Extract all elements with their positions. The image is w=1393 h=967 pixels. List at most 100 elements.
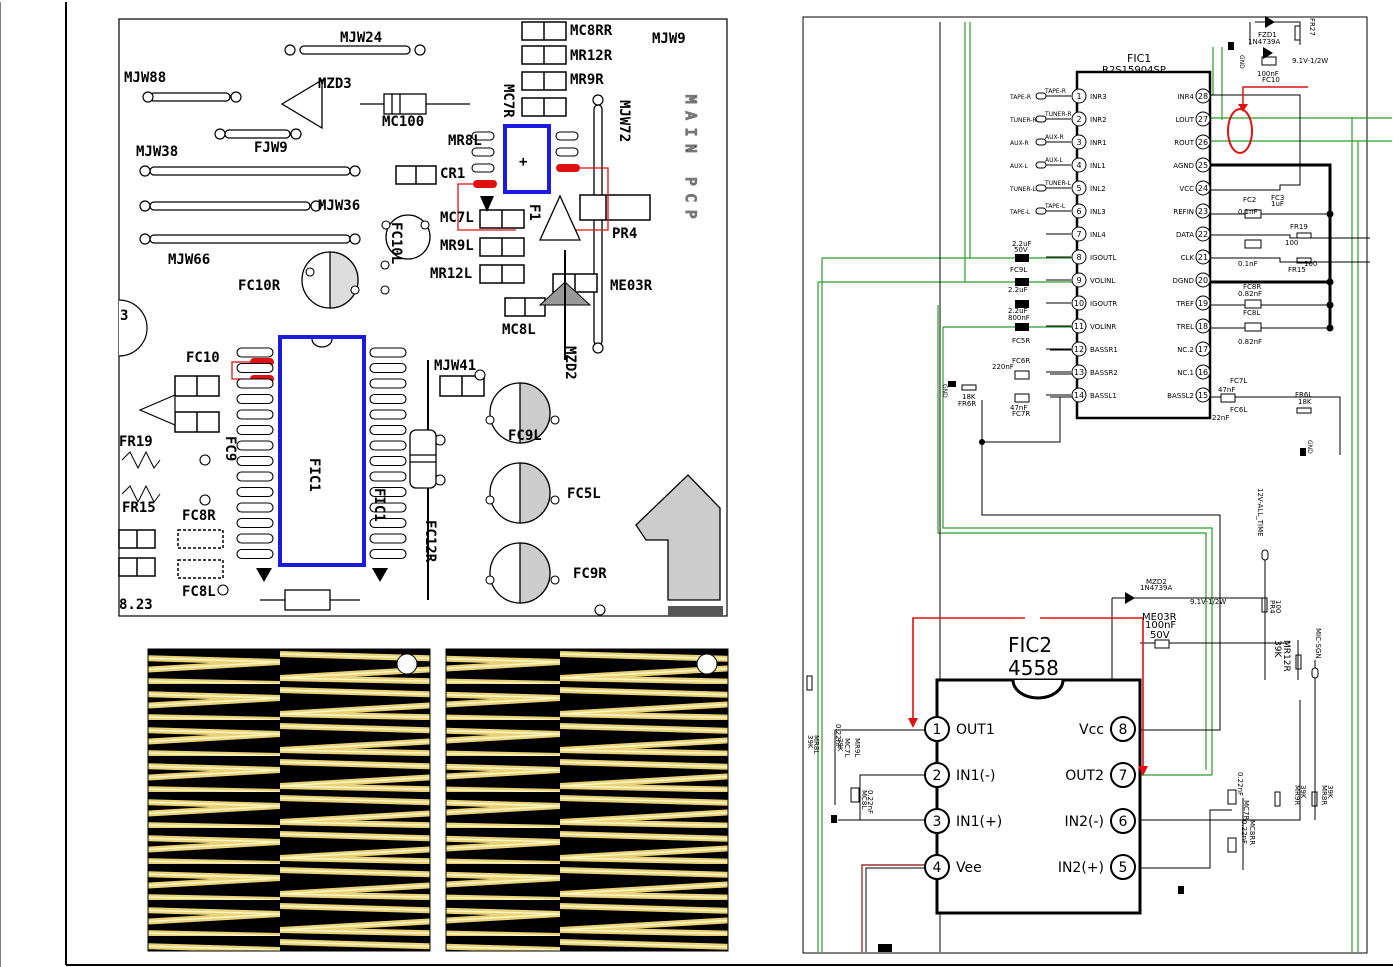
fic1-pin-number: 17 [1198, 345, 1208, 354]
ground-symbols [831, 42, 1306, 952]
fic2-pin-name: IN2(+) [1058, 860, 1104, 876]
lbl-fc7r-val: 47nF [1010, 404, 1027, 412]
label-mzd3: MZD3 [318, 76, 352, 92]
lbl-fc9l-v: 50V [1014, 246, 1028, 254]
lbl-fc7l-val: 47nF [1218, 386, 1235, 394]
lbl-fc5l-val: 2.2uF [1008, 286, 1028, 294]
label-fc9: FC9 [222, 436, 238, 461]
label-mc100: MC100 [382, 114, 424, 130]
fic1-pin-number: 20 [1198, 276, 1208, 285]
label-fc8r: FC8R [182, 508, 216, 524]
label-mr12r: MR12R [570, 48, 613, 64]
lbl-fc8l: FC8L [1243, 309, 1260, 317]
fic2-value-labels: ME03R 100nF 50V 39K MR12R [1142, 612, 1291, 672]
lbl-me03r: ME03R [1142, 612, 1177, 623]
fic2-pin-name: Vee [956, 860, 982, 876]
lbl-mr9r-val: 39K [1299, 785, 1307, 799]
fic1-pin-name: BASSL1 [1090, 392, 1117, 400]
arrow-mc7l [480, 196, 494, 212]
pcb-layout-view: MAIN PCP [118, 18, 728, 617]
fic1-pin-circle [1195, 295, 1211, 311]
fic1-pin-circle [1071, 249, 1087, 265]
lbl-mc7r-val: 0.22nF [1236, 772, 1244, 796]
fic1-pin-name: LOUT [1175, 116, 1194, 124]
down-arrows [256, 568, 388, 582]
fic1-input-net-alias: AUX-R [1045, 134, 1064, 141]
connector-terminals [1035, 92, 1319, 679]
board-label: MAIN PCP [681, 94, 698, 227]
fic1-pin-number: 19 [1198, 299, 1208, 308]
fic1-input-net: TAPE-R [1009, 94, 1031, 101]
fic2-pin-circle [924, 716, 950, 742]
fic1-pad-right [369, 347, 407, 358]
fic2-name: FIC2 [1008, 633, 1052, 657]
fic1-pin-number: 2 [1076, 115, 1081, 124]
fic1-pin-circle [1195, 318, 1211, 334]
fic1-pin-circle [1071, 157, 1087, 173]
fic2-pin-name: IN2(-) [1065, 814, 1104, 830]
lbl-fr6r: FR6R [958, 400, 976, 408]
fic2-pin-circle [924, 808, 950, 834]
fic1-pad-left [236, 533, 274, 544]
diode-left [138, 394, 176, 426]
fic1-pin-name: BASSL2 [1167, 392, 1194, 400]
cap-partial-left [118, 299, 148, 357]
fic1-input-net: TUNER-R [1009, 117, 1037, 124]
fic1-input-net-alias: TUNER-R [1044, 111, 1072, 118]
fic1-pin-name: NC.1 [1177, 369, 1194, 377]
lbl-mr9r: MR9R [1293, 785, 1301, 805]
label-f1: F1 [526, 204, 542, 221]
fic1-pin-circle [1195, 387, 1211, 403]
lbl-mr12r: MR12R [1281, 640, 1291, 672]
red-arrows-fic2 [912, 617, 1144, 768]
lbl-mc8l: MC8L [860, 790, 868, 809]
fic1-pin-name: NC.2 [1177, 346, 1194, 354]
fic1-pin-circle [1071, 295, 1087, 311]
lbl-pr4-val: 100 [1274, 600, 1282, 613]
gnd-labels: GND GND GND [941, 55, 1313, 454]
fic1-pin-circle [1195, 203, 1211, 219]
label-mc8rr: MC8RR [570, 23, 613, 39]
insert-direction-arrow [635, 474, 721, 601]
fic1-pin-circle [1071, 364, 1087, 380]
fic1-pin-number: 24 [1198, 184, 1208, 193]
fic1-input-net: TAPE-L [1009, 209, 1031, 216]
lbl-mzd2-part: 1N4739A [1140, 584, 1173, 592]
lbl-fc8l-val: 0.82nF [1238, 338, 1262, 346]
fic1-pin-number: 21 [1198, 253, 1208, 262]
fic2-pin-circle [924, 854, 950, 880]
fic1-pin-name: ROUT [1174, 139, 1194, 147]
fic1-footprint: FIC1 [236, 335, 407, 567]
lbl-mr8l-val: 39K [806, 735, 814, 749]
fic1-pin-number: 22 [1198, 230, 1208, 239]
label-mjw24: MJW24 [340, 30, 382, 46]
fic1-pin-name: BASSR2 [1090, 369, 1118, 377]
lbl-mic-sgn: MIC-SGN [1314, 628, 1322, 659]
resistor-symbols [806, 25, 1318, 807]
lbl-gnd-left: GND [941, 384, 948, 398]
fic1-pin-name: IGOUTR [1090, 300, 1117, 308]
fic2-pin-number: 3 [933, 814, 942, 830]
label-mjw72: MJW72 [616, 100, 632, 142]
fic1-pin-circle [1195, 364, 1211, 380]
lbl-fr6r-val: 18K [962, 393, 976, 401]
lbl-fc10-val: 100nF [1257, 70, 1279, 78]
fic1-pad-right [369, 409, 407, 420]
lbl-fzd1-rating: 9.1V-1/2W [1292, 57, 1328, 65]
fc8l-bottom-part [260, 589, 360, 611]
fic2-pin-circle [1110, 762, 1136, 788]
fic1-pin-circle [1071, 387, 1087, 403]
junction-dots [979, 210, 1334, 445]
label-fc9r: FC9R [573, 566, 607, 582]
lbl-fc7r: FC7R [1012, 410, 1030, 418]
lbl-fc2-val: 1uF [1271, 200, 1284, 208]
red-pointer-line [1242, 86, 1308, 106]
label-mjw41: MJW41 [434, 358, 476, 374]
fic1-pad-left [236, 424, 274, 436]
lbl-fc9r-val: 2.2uF [1008, 307, 1028, 315]
fic1-ghost-label: FIC1 [306, 458, 322, 492]
lbl-mr8r-val: 39K [1326, 785, 1334, 799]
lbl-mr9l-val: 39K [836, 738, 844, 752]
